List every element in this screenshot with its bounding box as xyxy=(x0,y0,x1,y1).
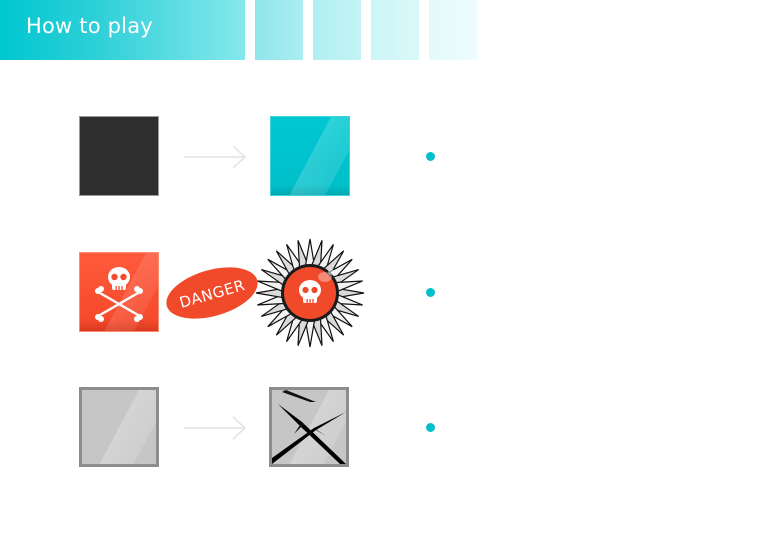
cracked-tile xyxy=(269,387,349,467)
spiked-skull-mine xyxy=(255,238,365,348)
bullet-dot xyxy=(426,423,435,432)
gray-tile xyxy=(79,387,159,467)
skull-crossbones-tile xyxy=(79,252,159,332)
bullet-dot xyxy=(426,288,435,297)
page-title: How to play xyxy=(26,14,153,38)
header-fade-block xyxy=(313,0,361,60)
cyan-tile xyxy=(270,116,350,196)
arrow-right-icon xyxy=(184,145,247,169)
dark-tile xyxy=(79,116,159,196)
header-fade-block xyxy=(255,0,303,60)
header-fade-block xyxy=(371,0,419,60)
header-banner: How to play xyxy=(0,0,245,60)
skull-crossbones-icon xyxy=(95,267,143,322)
header-fade-block xyxy=(429,0,477,60)
bullet-dot xyxy=(426,152,435,161)
crack-icon xyxy=(272,390,346,464)
danger-badge: DANGER xyxy=(166,267,258,319)
arrow-right-icon xyxy=(184,416,247,440)
